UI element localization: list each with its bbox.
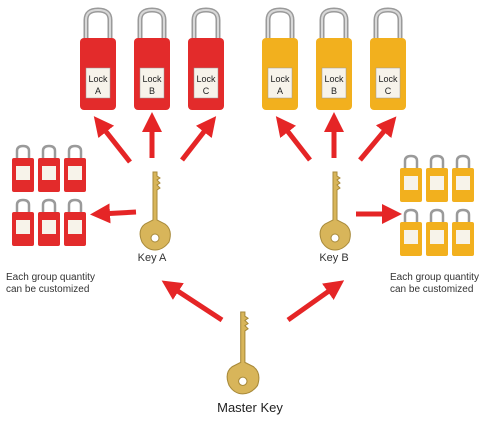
yellow-lock-grid: [400, 154, 474, 256]
key-icon: [319, 171, 351, 251]
lock-a-yellow: Lock A: [262, 10, 298, 110]
arrow-icon: [90, 203, 137, 224]
master-key-label: Master Key: [217, 400, 283, 415]
padlock-icon: [64, 144, 86, 192]
lock-letter: B: [331, 86, 337, 96]
arrow-icon: [358, 116, 397, 162]
arrow-icon: [180, 116, 217, 162]
lock-word: Lock: [196, 74, 216, 84]
padlock-icon: [400, 208, 422, 256]
lock-letter: A: [95, 86, 101, 96]
lock-word: Lock: [324, 74, 344, 84]
arrow-icon: [161, 280, 224, 323]
lock-b-yellow: Lock B: [316, 10, 352, 110]
lock-word: Lock: [270, 74, 290, 84]
padlock-icon: [452, 154, 474, 202]
arrows-key-a-to-locks: [93, 112, 217, 164]
lock-c-red: Lock C: [188, 10, 224, 110]
padlock-icon: [12, 198, 34, 246]
caption-group-a: Each group quantity can be customized: [6, 272, 95, 296]
key-a-label: Key A: [137, 252, 167, 264]
padlock-icon: [426, 154, 448, 202]
lock-c-yellow: Lock C: [370, 10, 406, 110]
arrow-icon: [286, 280, 345, 323]
lock-letter: A: [277, 86, 283, 96]
red-lock-grid: [12, 144, 86, 246]
caption-line: Each group quantity: [390, 272, 479, 283]
key-icon: [226, 311, 260, 395]
lock-letter: B: [149, 86, 155, 96]
lock-a-red: Lock A: [80, 10, 116, 110]
caption-line: can be customized: [390, 284, 474, 295]
padlock-icon: [64, 198, 86, 246]
lock-letter: C: [203, 86, 210, 96]
lock-word: Lock: [88, 74, 108, 84]
padlock-icon: [452, 208, 474, 256]
lock-letter: C: [385, 86, 392, 96]
arrows-key-b-to-locks: [275, 112, 397, 162]
padlock-icon: [12, 144, 34, 192]
arrow-icon: [275, 116, 312, 162]
padlock-icon: [38, 198, 60, 246]
caption-line: Each group quantity: [6, 272, 95, 283]
padlock-icon: [426, 208, 448, 256]
key-icon: [139, 171, 171, 251]
arrow-icon: [93, 116, 132, 164]
lock-b-red: Lock B: [134, 10, 170, 110]
key-b-label: Key B: [319, 252, 349, 264]
lock-word: Lock: [378, 74, 398, 84]
padlock-icon: [38, 144, 60, 192]
padlock-icon: [400, 154, 422, 202]
lock-word: Lock: [142, 74, 162, 84]
caption-group-b: Each group quantity can be customized: [390, 272, 479, 296]
caption-line: can be customized: [6, 284, 90, 295]
